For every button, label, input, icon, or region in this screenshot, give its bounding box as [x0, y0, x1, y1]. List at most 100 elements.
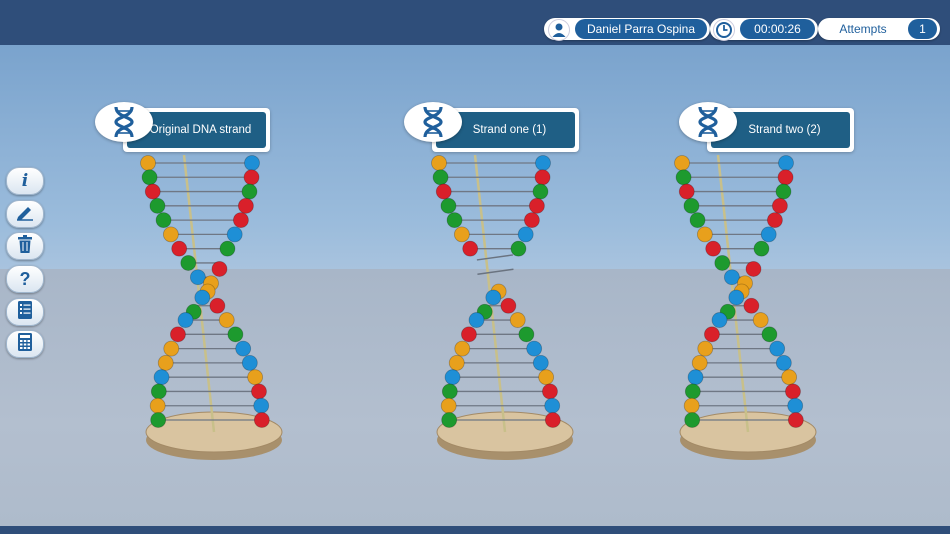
- nucleotide[interactable]: [171, 240, 188, 257]
- nucleotide[interactable]: [534, 169, 551, 186]
- nucleotide[interactable]: [517, 226, 534, 243]
- nucleotide[interactable]: [532, 183, 549, 200]
- nucleotide[interactable]: [162, 226, 179, 243]
- strand-one-panel[interactable]: Strand one (1): [404, 102, 579, 154]
- nucleotide[interactable]: [485, 289, 502, 306]
- nucleotide[interactable]: [535, 155, 551, 171]
- nucleotide[interactable]: [448, 354, 465, 371]
- nucleotide[interactable]: [760, 226, 777, 243]
- nucleotide[interactable]: [440, 197, 457, 214]
- nucleotide[interactable]: [687, 369, 704, 386]
- nucleotide[interactable]: [766, 212, 783, 229]
- nucleotide[interactable]: [509, 312, 526, 328]
- nucleotide[interactable]: [705, 240, 722, 257]
- nucleotide[interactable]: [714, 255, 731, 271]
- nucleotide[interactable]: [696, 226, 713, 243]
- nucleotide[interactable]: [675, 169, 692, 186]
- nucleotide[interactable]: [462, 240, 479, 257]
- nucleotide[interactable]: [544, 397, 561, 414]
- strand-two-panel[interactable]: Strand two (2): [679, 102, 854, 154]
- nucleotide[interactable]: [441, 412, 458, 428]
- strand-two-model[interactable]: [674, 154, 817, 460]
- nucleotide[interactable]: [140, 155, 156, 171]
- nucleotide[interactable]: [189, 269, 206, 286]
- nucleotide[interactable]: [432, 169, 449, 186]
- nucleotide[interactable]: [431, 155, 447, 171]
- nucleotide[interactable]: [241, 354, 258, 371]
- nucleotide[interactable]: [253, 412, 270, 428]
- nucleotide[interactable]: [697, 340, 714, 357]
- nucleotide[interactable]: [745, 261, 762, 277]
- nucleotide[interactable]: [209, 297, 226, 314]
- nucleotide[interactable]: [155, 212, 172, 229]
- nucleotide[interactable]: [244, 155, 260, 171]
- nucleotide[interactable]: [532, 354, 549, 371]
- nucleotide[interactable]: [243, 169, 260, 186]
- nucleotide[interactable]: [468, 312, 485, 328]
- nucleotide[interactable]: [771, 197, 788, 214]
- info-button[interactable]: i: [6, 167, 44, 195]
- nucleotide[interactable]: [683, 397, 700, 414]
- nucleotide[interactable]: [226, 226, 243, 243]
- list-button[interactable]: [6, 298, 44, 326]
- original-dna-model[interactable]: [140, 154, 283, 460]
- nucleotide[interactable]: [247, 369, 264, 386]
- nucleotide[interactable]: [453, 226, 470, 243]
- nucleotide[interactable]: [141, 169, 158, 186]
- nucleotide[interactable]: [761, 326, 778, 343]
- nucleotide[interactable]: [211, 261, 228, 277]
- nucleotide[interactable]: [711, 312, 728, 328]
- nucleotide[interactable]: [752, 312, 769, 328]
- nucleotide[interactable]: [769, 340, 786, 357]
- nucleotide[interactable]: [787, 397, 804, 414]
- nucleotide[interactable]: [253, 397, 270, 414]
- nucleotide[interactable]: [683, 197, 700, 214]
- nucleotide[interactable]: [180, 255, 197, 271]
- nucleotide[interactable]: [150, 412, 167, 428]
- nucleotide[interactable]: [518, 326, 535, 343]
- nucleotide[interactable]: [704, 326, 720, 343]
- nucleotide[interactable]: [500, 297, 517, 314]
- nucleotide[interactable]: [775, 354, 792, 371]
- calculator-button[interactable]: [6, 330, 44, 358]
- nucleotide[interactable]: [684, 383, 701, 400]
- nucleotide[interactable]: [542, 383, 558, 400]
- nucleotide[interactable]: [461, 326, 477, 343]
- nucleotide[interactable]: [219, 240, 236, 257]
- nucleotide[interactable]: [163, 340, 180, 357]
- nucleotide[interactable]: [177, 312, 194, 328]
- nucleotide[interactable]: [194, 289, 211, 306]
- nucleotide[interactable]: [689, 212, 706, 229]
- nucleotide[interactable]: [454, 340, 471, 357]
- nucleotide[interactable]: [684, 412, 701, 428]
- nucleotide[interactable]: [149, 397, 166, 414]
- nucleotide[interactable]: [441, 383, 458, 400]
- help-button[interactable]: ?: [6, 265, 44, 293]
- nucleotide[interactable]: [241, 183, 258, 200]
- nucleotide[interactable]: [777, 169, 794, 186]
- nucleotide[interactable]: [444, 369, 461, 386]
- nucleotide[interactable]: [510, 240, 527, 257]
- nucleotide[interactable]: [728, 289, 745, 306]
- nucleotide[interactable]: [678, 183, 695, 200]
- nucleotide[interactable]: [440, 397, 457, 414]
- nucleotide[interactable]: [544, 412, 561, 428]
- nucleotide[interactable]: [227, 326, 244, 343]
- nucleotide[interactable]: [775, 183, 792, 200]
- nucleotide[interactable]: [170, 326, 186, 343]
- nucleotide[interactable]: [435, 183, 452, 200]
- nucleotide[interactable]: [743, 297, 760, 314]
- edit-button[interactable]: [6, 200, 44, 228]
- nucleotide[interactable]: [237, 197, 254, 214]
- nucleotide[interactable]: [691, 354, 708, 371]
- nucleotide[interactable]: [235, 340, 252, 357]
- nucleotide[interactable]: [523, 212, 540, 229]
- nucleotide[interactable]: [218, 312, 235, 328]
- nucleotide[interactable]: [157, 354, 174, 371]
- nucleotide[interactable]: [144, 183, 161, 200]
- strand-one-model[interactable]: [431, 154, 574, 460]
- nucleotide[interactable]: [538, 369, 555, 386]
- nucleotide[interactable]: [674, 155, 690, 171]
- nucleotide[interactable]: [785, 383, 801, 400]
- nucleotide[interactable]: [446, 212, 463, 229]
